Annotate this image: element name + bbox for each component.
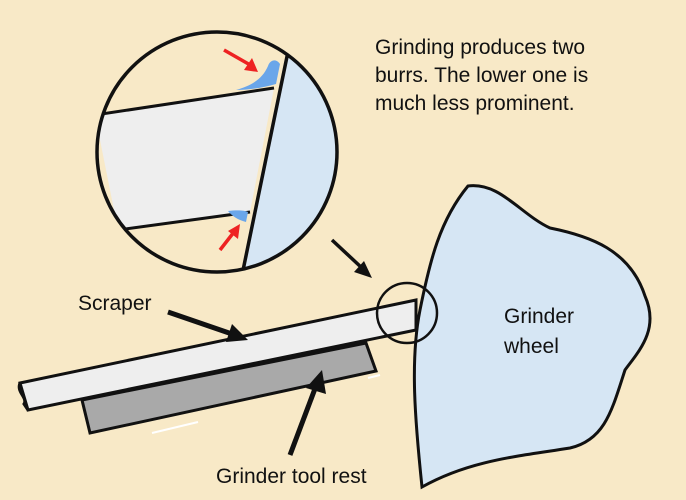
magnify-pointer-arrow bbox=[330, 238, 372, 278]
caption-line-3: much less prominent. bbox=[375, 92, 575, 115]
tool-rest-highlight-2 bbox=[367, 374, 381, 379]
grinder-wheel-label-line-2: wheel bbox=[504, 335, 559, 358]
magnified-view bbox=[95, 30, 339, 274]
magnified-wheel-edge bbox=[238, 41, 292, 272]
caption-line-1: Grinding produces two bbox=[375, 36, 586, 59]
detail-circle bbox=[375, 281, 439, 345]
grinder-wheel-label-line-1: Grinder bbox=[504, 305, 575, 328]
grinder-wheel-label: Grinder wheel bbox=[504, 302, 574, 362]
caption-text: Grinding produces two burrs. The lower o… bbox=[375, 34, 588, 118]
scraper-broken-end bbox=[17, 382, 30, 411]
magnified-scraper bbox=[97, 88, 274, 230]
lower-burr bbox=[228, 210, 248, 222]
magnified-circle-outline bbox=[95, 30, 339, 274]
scraper-label: Scraper bbox=[78, 292, 152, 315]
upper-burr-arrow bbox=[223, 48, 258, 72]
tool-rest-label: Grinder tool rest bbox=[216, 465, 367, 488]
tool-rest-pointer-arrow bbox=[287, 370, 326, 456]
scraper-pointer-arrow bbox=[167, 309, 248, 342]
lower-burr-arrow bbox=[218, 224, 240, 252]
grinder-tool-rest bbox=[80, 341, 378, 435]
caption-line-2: burrs. The lower one is bbox=[375, 64, 589, 87]
upper-burr bbox=[236, 60, 280, 90]
grinder-wheel bbox=[412, 184, 652, 490]
tool-rest-highlight bbox=[151, 421, 199, 434]
